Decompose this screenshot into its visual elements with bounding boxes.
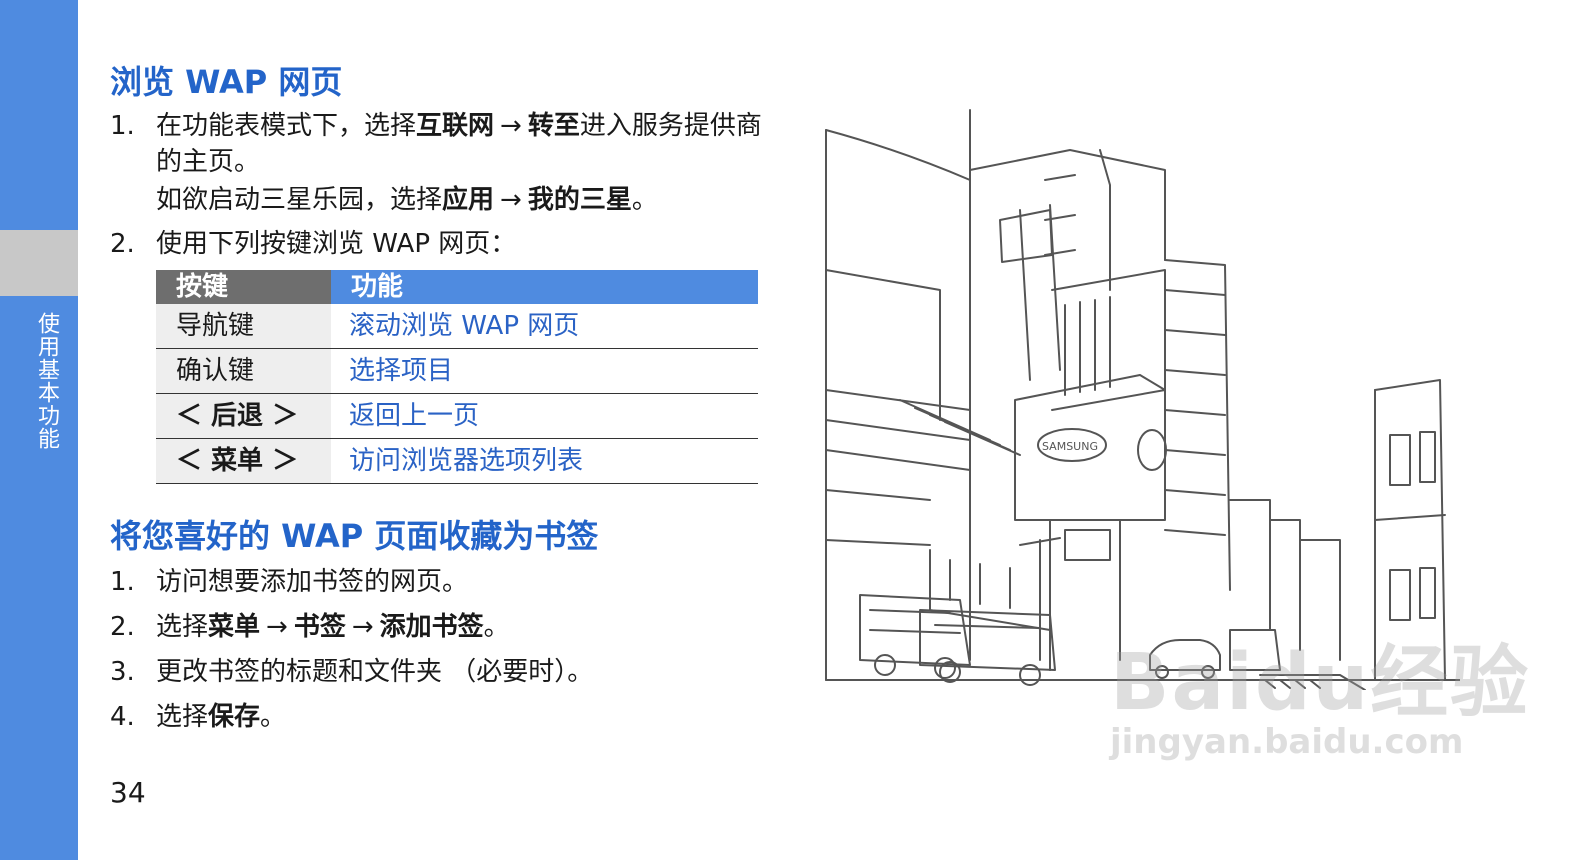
step-2: 2. 使用下列按键浏览 WAP 网页： [110, 226, 770, 262]
side-bar [0, 0, 78, 860]
menu-term: 菜单 [208, 612, 261, 642]
bookmark-step-3: 3. 更改书签的标题和文件夹 （必要时）。 [110, 654, 770, 690]
step-text: 。 [631, 185, 658, 215]
arrow: → [500, 111, 522, 141]
main-content: 浏览 WAP 网页 1. 在功能表模式下，选择互联网→转至进入服务提供商的主页。… [110, 58, 770, 735]
key-cell: 导航键 [156, 304, 331, 349]
step-text: 。 [483, 612, 510, 642]
step-number: 3. [110, 657, 135, 687]
heading-bookmark: 将您喜好的 WAP 页面收藏为书签 [110, 517, 599, 555]
watermark-brand: Baidu经验 [1110, 638, 1531, 728]
header-key: 按键 [156, 270, 331, 304]
menu-term: 我的三星 [527, 185, 632, 215]
header-function: 功能 [331, 270, 758, 304]
chapter-label: 使用基本功能 [34, 312, 59, 450]
side-tab-marker [0, 230, 78, 296]
arrow: → [351, 612, 374, 642]
step-number: 1. [110, 111, 135, 141]
menu-term: 应用 [442, 185, 495, 215]
key-cell: ＜ 后退 ＞ [156, 393, 331, 439]
function-cell: 滚动浏览 WAP 网页 [331, 304, 758, 349]
step-number: 2. [110, 229, 135, 259]
arrow: → [266, 612, 288, 642]
menu-term: 添加书签 [379, 612, 484, 642]
table-row: ＜ 后退 ＞ 返回上一页 [156, 393, 758, 439]
step-number: 2. [110, 612, 135, 642]
arrow: → [500, 185, 522, 215]
menu-term: 互联网 [416, 111, 495, 141]
bookmark-step-1: 1. 访问想要添加书签的网页。 [110, 564, 770, 600]
step-text: 在功能表模式下，选择 [156, 111, 417, 141]
bookmark-step-2: 2. 选择菜单→书签→添加书签。 [110, 609, 770, 645]
step-text: 进入服务提供商的主页。 [156, 111, 762, 177]
step-text: 使用下列按键浏览 WAP 网页： [156, 229, 517, 259]
bookmark-step-4: 4. 选择保存。 [110, 699, 770, 735]
function-cell: 返回上一页 [331, 393, 758, 439]
city-street-illustration: SAMSUNG [825, 109, 1460, 690]
menu-term: 转至 [527, 111, 580, 141]
step-number: 4. [110, 702, 135, 732]
step-text: 。 [260, 702, 287, 732]
heading-browse-wap: 浏览 WAP 网页 [110, 63, 343, 101]
step-text: 选择 [156, 612, 209, 642]
page-number: 34 [110, 776, 146, 809]
step-1: 1. 在功能表模式下，选择互联网→转至进入服务提供商的主页。 如欲启动三星乐园，… [110, 108, 770, 218]
key-cell: 确认键 [156, 348, 331, 394]
billboard-sign: SAMSUNG [1042, 440, 1098, 453]
function-cell: 选择项目 [331, 348, 758, 394]
table-row: 确认键 选择项目 [156, 348, 758, 394]
step-1-note: 如欲启动三星乐园，选择应用→我的三星。 [156, 182, 770, 218]
key-table: 按键 功能 导航键 滚动浏览 WAP 网页 确认键 选择项目 ＜ 后退 ＞ 返回… [156, 270, 758, 484]
step-text: 如欲启动三星乐园，选择 [156, 185, 443, 215]
table-header-row: 按键 功能 [156, 270, 758, 304]
step-text: 更改书签的标题和文件夹 （必要时）。 [156, 657, 594, 687]
key-cell: ＜ 菜单 ＞ [156, 438, 331, 484]
step-text: 访问想要添加书签的网页。 [156, 567, 469, 597]
table-row: ＜ 菜单 ＞ 访问浏览器选项列表 [156, 438, 758, 484]
function-cell: 访问浏览器选项列表 [331, 438, 758, 484]
step-text: 选择 [156, 702, 209, 732]
table-row: 导航键 滚动浏览 WAP 网页 [156, 304, 758, 349]
baidu-watermark: Baidu经验 jingyan.baidu.com [1110, 620, 1530, 762]
menu-term: 保存 [208, 702, 261, 732]
menu-term: 书签 [293, 612, 346, 642]
step-number: 1. [110, 567, 135, 597]
watermark-url: jingyan.baidu.com [1110, 722, 1464, 762]
